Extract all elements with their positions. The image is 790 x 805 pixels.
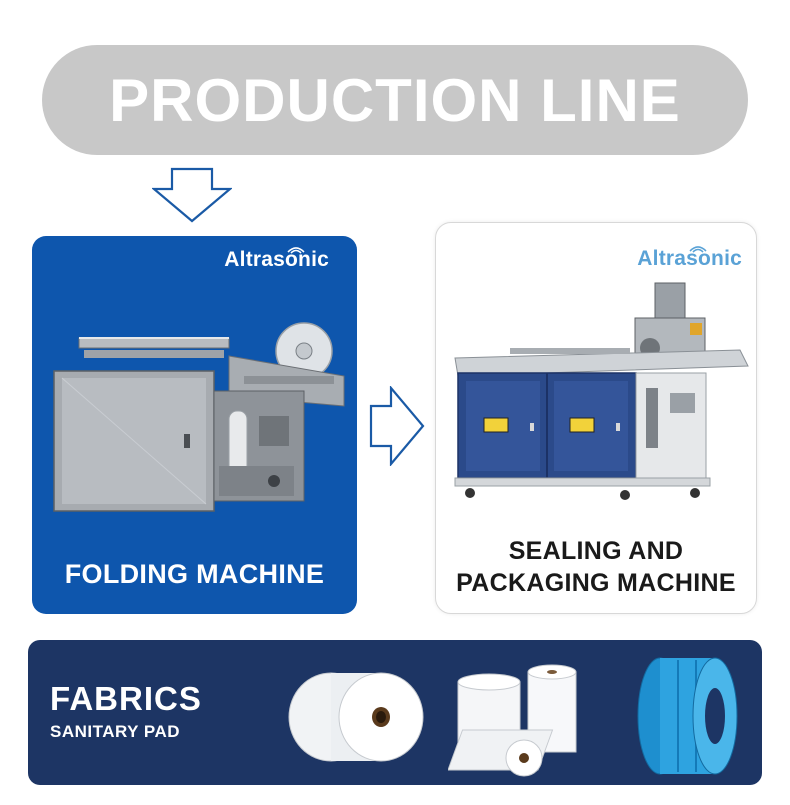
standing-fabric-rolls-image (448, 664, 577, 777)
sanitary-pad-subtitle: SANITARY PAD (50, 722, 181, 741)
materials-bar: FABRICS SANITARY PAD (28, 640, 762, 785)
wifi-signal-icon (287, 247, 305, 254)
folding-machine-image (53, 322, 345, 512)
arrow-down-icon (152, 167, 232, 223)
fabrics-title: FABRICS (50, 680, 202, 717)
sealing-packaging-label: SEALING AND PACKAGING MACHINE (436, 535, 756, 599)
arrow-right-icon (369, 386, 425, 466)
folding-machine-label: FOLDING MACHINE (64, 559, 325, 589)
white-fabric-rolls-image (288, 672, 424, 762)
production-line-banner: PRODUCTION LINE (42, 45, 748, 155)
wifi-signal-icon (689, 246, 707, 253)
sealing-packaging-card: Altrasonic SEALING AND PACKAGIN (435, 222, 757, 614)
banner-title: PRODUCTION LINE (109, 66, 681, 134)
sealing-brand-logo: Altrasonic (637, 247, 742, 270)
sealing-machine-image (454, 282, 749, 500)
blue-fabric-rolls-image (637, 657, 738, 775)
folding-machine-card: Altrasonic FOLDING MACHINE (32, 236, 357, 614)
folding-brand-logo: Altrasonic (224, 248, 329, 271)
sealing-label-line1: SEALING AND (508, 537, 684, 565)
sealing-label-line2: PACKAGING MACHINE (456, 569, 736, 597)
